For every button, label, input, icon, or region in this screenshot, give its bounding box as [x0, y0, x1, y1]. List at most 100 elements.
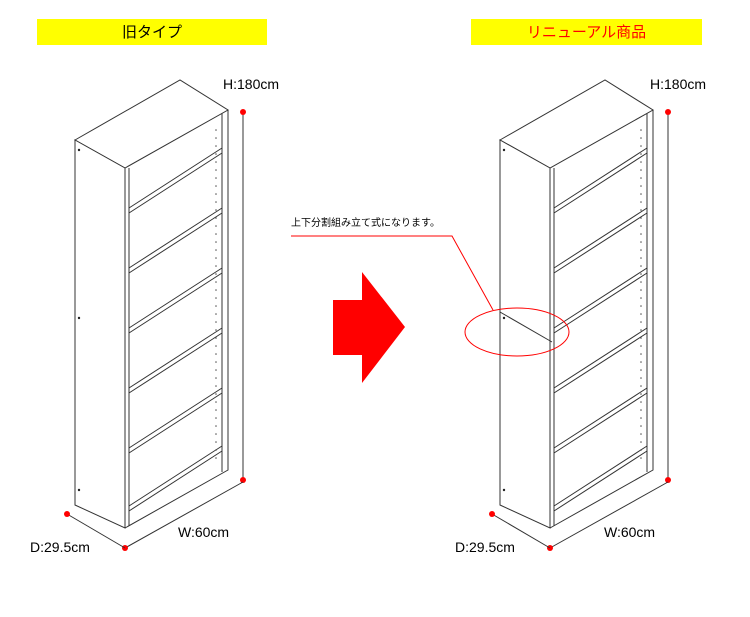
- arrow-right-icon: [333, 272, 405, 383]
- old-type-label: 旧タイプ: [37, 19, 267, 45]
- shelf-pin-hole: [640, 369, 642, 371]
- shelf-pin-hole: [640, 129, 642, 131]
- shelf-pin-hole: [215, 201, 217, 203]
- screw: [77, 316, 81, 320]
- height-dim-dot: [240, 477, 246, 483]
- shelf-pin-hole: [640, 201, 642, 203]
- old-height-label: H:180cm: [223, 76, 280, 92]
- shelf-side-panel: [499, 139, 551, 529]
- shelf-board-edge: [553, 392, 648, 454]
- shelf-pin-hole: [215, 257, 217, 259]
- shelf-pin-hole: [215, 145, 217, 147]
- shelf-pin-hole: [640, 185, 642, 187]
- shelf-pin-hole: [215, 137, 217, 139]
- shelf-pin-hole: [215, 369, 217, 371]
- new-width-label: W:60cm: [604, 524, 656, 540]
- shelf-pin-hole: [215, 177, 217, 179]
- shelf-pin-hole: [215, 193, 217, 195]
- shelf-pin-hole: [640, 217, 642, 219]
- shelf-pin-hole: [215, 449, 217, 451]
- shelf-pin-hole: [215, 289, 217, 291]
- shelf-board-edge: [128, 332, 223, 394]
- shelf-board-edge: [553, 450, 648, 512]
- shelf-board: [553, 327, 648, 389]
- shelf-right-edge: [549, 110, 654, 529]
- shelf-pin-hole: [640, 169, 642, 171]
- shelf-pin-hole: [640, 417, 642, 419]
- shelf-pin-hole: [215, 217, 217, 219]
- shelf-pin-hole: [640, 377, 642, 379]
- height-dim-dot: [665, 477, 671, 483]
- shelf-pin-hole: [640, 137, 642, 139]
- shelf-pin-hole: [215, 273, 217, 275]
- shelf-pin-hole: [215, 249, 217, 251]
- shelf-board: [128, 207, 223, 269]
- depth-dimension-line: [66, 513, 126, 549]
- shelf-pin-hole: [640, 297, 642, 299]
- shelf-pin-hole: [215, 409, 217, 411]
- shelf-board: [553, 445, 648, 507]
- shelf-pin-hole: [215, 441, 217, 443]
- shelf-pin-hole: [215, 385, 217, 387]
- shelf-pin-hole: [640, 249, 642, 251]
- shelf-pin-hole: [640, 161, 642, 163]
- shelf-board: [128, 267, 223, 329]
- shelf-board-edge: [553, 212, 648, 274]
- shelf-pin-hole: [215, 337, 217, 339]
- old-width-label: W:60cm: [178, 524, 230, 540]
- shelf-pin-hole: [640, 153, 642, 155]
- shelf-pin-hole: [640, 457, 642, 459]
- screw: [502, 488, 506, 492]
- shelf-pin-hole: [215, 225, 217, 227]
- renewal-product-label: リニューアル商品: [471, 19, 702, 45]
- shelf-pin-hole: [640, 225, 642, 227]
- shelf-pin-hole: [640, 289, 642, 291]
- shelf-pin-hole: [640, 321, 642, 323]
- shelf-pin-hole: [640, 353, 642, 355]
- callout-text: 上下分割組み立て式になります。: [291, 218, 440, 229]
- height-dim-dot: [665, 109, 671, 115]
- shelf-pin-hole: [215, 353, 217, 355]
- callout-line: [291, 235, 494, 311]
- shelf-pin-hole: [215, 329, 217, 331]
- shelf-board: [553, 267, 648, 329]
- depth-dim-dot: [489, 511, 495, 517]
- shelf-pin-hole: [215, 361, 217, 363]
- shelf-pin-hole: [215, 281, 217, 283]
- shelf-pin-hole: [215, 321, 217, 323]
- shelf-board-edge: [128, 212, 223, 274]
- shelf-pin-hole: [215, 345, 217, 347]
- shelf-pin-hole: [640, 345, 642, 347]
- shelf-pin-hole: [215, 233, 217, 235]
- screw: [77, 148, 81, 152]
- shelf-board-edge: [553, 272, 648, 334]
- shelf-pin-hole: [640, 177, 642, 179]
- width-dimension-line: [549, 481, 669, 549]
- shelf-pin-hole: [640, 409, 642, 411]
- shelf-pin-hole: [640, 361, 642, 363]
- shelf-pin-hole: [215, 417, 217, 419]
- shelf-board-edge: [553, 152, 648, 214]
- shelf-pin-hole: [640, 241, 642, 243]
- shelf-pin-hole: [640, 233, 642, 235]
- shelf-pin-hole: [640, 401, 642, 403]
- shelf-pin-hole: [640, 441, 642, 443]
- shelf-units: [64, 79, 671, 551]
- shelf-board-edge: [128, 272, 223, 334]
- shelf-side-panel: [74, 139, 126, 529]
- shelf-pin-hole: [640, 313, 642, 315]
- shelf-board: [553, 207, 648, 269]
- shelf-pin-hole: [640, 385, 642, 387]
- shelf-pin-hole: [215, 433, 217, 435]
- shelf-pin-hole: [640, 257, 642, 259]
- shelf-pin-hole: [640, 145, 642, 147]
- shelf-pin-hole: [215, 313, 217, 315]
- depth-dimension-line: [491, 513, 551, 549]
- shelf-pin-hole: [640, 209, 642, 211]
- shelf-pin-hole: [215, 393, 217, 395]
- shelf-pin-hole: [640, 433, 642, 435]
- split-joint: [499, 311, 553, 343]
- width-dimension-line: [124, 481, 244, 549]
- screw: [77, 488, 81, 492]
